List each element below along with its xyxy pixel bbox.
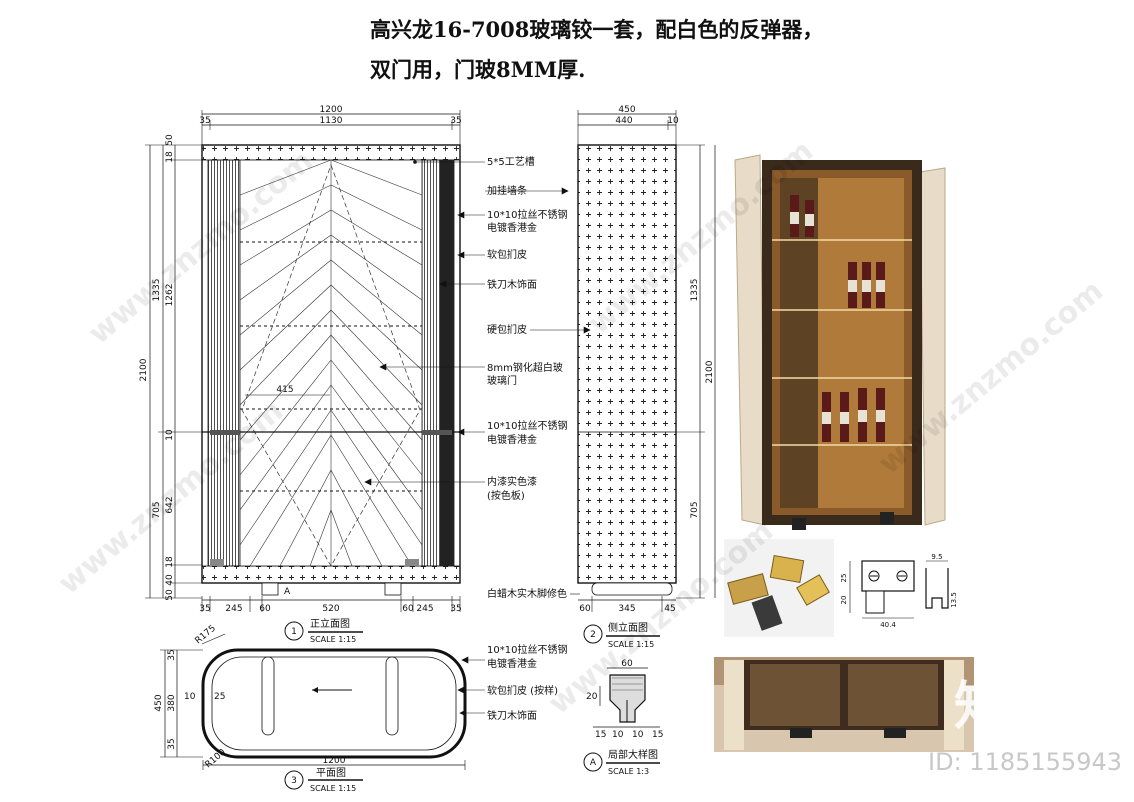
view-3-name: 平面图 [316, 767, 346, 779]
side-dim-upper: 1335 [690, 279, 700, 302]
plan-dim-35b: 35 [167, 738, 177, 749]
note-gold-1: 电镀香港金 [487, 221, 537, 234]
plan-r175: R175 [194, 624, 218, 647]
front-elevation: 1200 1130 35 35 2100 1335 705 1262 642 5… [139, 105, 462, 644]
dim-left-1262: 1262 [165, 284, 175, 307]
plan-view: R175 R100 450 380 35 35 10 25 1200 10*10… [154, 624, 567, 793]
note-groove: 5*5工艺槽 [487, 155, 535, 168]
dim-left-50a: 50 [165, 134, 175, 146]
view-1-number: 1 [291, 627, 297, 637]
front-annotations: 5*5工艺槽 加挂墙条 10*10拉丝不锈钢 电镀香港金 软包扪皮 铁刀木饰面 … [364, 155, 591, 600]
side-dim-bot-45: 45 [664, 604, 675, 614]
dim-bot-60b: 60 [402, 604, 414, 614]
dim-left-50b: 50 [165, 589, 175, 601]
id-text: ID: 1185155943 [928, 748, 1122, 776]
dim-bot-245a: 245 [225, 604, 242, 614]
view-a-name: 局部大样图 [608, 748, 658, 761]
plan-dim-35a: 35 [167, 649, 177, 660]
view-1-scale: SCALE 1:15 [310, 635, 356, 644]
view-2-number: 2 [590, 630, 596, 640]
side-dim-total: 2100 [705, 360, 715, 383]
plan-note-leather: 软包扪皮 (按样) [487, 684, 558, 697]
dim-bot-35a: 35 [199, 604, 210, 614]
side-dim-bot-60: 60 [579, 604, 591, 614]
plan-dim-1200: 1200 [323, 756, 346, 766]
detail-dim-top: 60 [621, 659, 633, 669]
brand-logo: 知末 [953, 677, 1062, 737]
note-gold-2: 电镀香港金 [487, 433, 537, 446]
view-a-number: A [590, 758, 597, 768]
plan-dim-25: 25 [214, 692, 225, 702]
hinge-dim-a: 9.5 [931, 553, 942, 561]
side-dim-top-total: 450 [618, 105, 635, 115]
plan-note-wood: 铁刀木饰面 [487, 709, 537, 722]
side-dim-lower: 705 [690, 501, 700, 518]
herringbone-pattern [239, 159, 423, 567]
hinge-dim-d: 40.4 [880, 621, 896, 629]
note-steel-2: 10*10拉丝不锈钢 [487, 419, 567, 432]
title-line-1: 高兴龙16-7008玻璃铰一套，配白色的反弹器， [370, 17, 824, 42]
view-1-name: 正立面图 [310, 617, 350, 630]
hinge-drawing: 25 20 40.4 9.5 13.5 [840, 553, 958, 629]
detail-a: 60 20 15 10 10 15 A 局部大样图 SCALE 1:3 [583, 659, 663, 776]
dim-bot-245b: 245 [416, 604, 433, 614]
dim-top-inner: 1130 [320, 116, 343, 126]
dim-mid-415: 415 [276, 385, 293, 395]
dim-left-lower: 705 [152, 501, 162, 518]
hinge-photo [724, 539, 834, 637]
note-soft-leather: 软包扪皮 [487, 248, 527, 261]
note-glass-1: 8mm钢化超白玻 [487, 361, 563, 374]
view-3-scale: SCALE 1:15 [310, 784, 356, 793]
dim-left-total: 2100 [139, 358, 149, 381]
detail-dim-b1: 15 [595, 730, 606, 740]
note-leg: 白蜡木实木脚修色 [487, 587, 567, 600]
plan-dim-380: 380 [167, 694, 177, 711]
dim-bot-60a: 60 [259, 604, 271, 614]
dim-bot-35b: 35 [450, 604, 461, 614]
note-glass-2: 玻璃门 [487, 374, 517, 387]
dim-left-10: 10 [165, 429, 175, 441]
side-elevation: 450 440 10 1335 705 2100 60 345 45 2 侧立面… [577, 105, 716, 649]
plan-dim-450: 450 [154, 694, 164, 711]
hinge-dim-e: 13.5 [950, 592, 958, 608]
note-hard-leather: 硬包扪皮 [487, 323, 527, 336]
detail-dim-left: 20 [586, 692, 598, 702]
title-line-2: 双门用，门玻8MM厚. [370, 57, 586, 82]
cabinet-photo [728, 150, 954, 532]
note-wood-veneer: 铁刀木饰面 [487, 278, 537, 291]
dim-bot-520: 520 [322, 604, 339, 614]
note-wall-strip: 加挂墙条 [487, 184, 527, 197]
view-3-number: 3 [291, 776, 297, 786]
hinge-dim-b: 25 [840, 574, 848, 583]
dim-left-18a: 18 [165, 151, 175, 163]
hinge-dim-c: 20 [840, 596, 848, 605]
note-paint: 内漆实色漆 [487, 475, 537, 488]
dim-left-18b: 18 [165, 556, 175, 568]
side-dim-bot-345: 345 [618, 604, 635, 614]
dim-top-total: 1200 [320, 105, 343, 115]
side-dim-top-inner: 440 [615, 116, 632, 126]
note-paint-color: (按色板) [487, 489, 525, 502]
note-steel-1: 10*10拉丝不锈钢 [487, 208, 567, 221]
view-2-name: 侧立面图 [608, 621, 648, 634]
detail-dim-b3: 10 [632, 730, 644, 740]
dim-top-left: 35 [199, 116, 210, 126]
marker-a: A [284, 587, 291, 597]
plan-note-gold: 电镀香港金 [487, 657, 537, 670]
dim-left-642: 642 [165, 496, 175, 513]
lower-photo [714, 657, 974, 752]
detail-dim-b4: 15 [652, 730, 663, 740]
dim-top-right: 35 [450, 116, 461, 126]
view-2-scale: SCALE 1:15 [608, 640, 654, 649]
dim-left-40: 40 [165, 574, 175, 586]
dim-left-upper: 1335 [152, 279, 162, 302]
plan-dim-10: 10 [184, 692, 196, 702]
side-dim-top-right: 10 [667, 116, 679, 126]
detail-dim-b2: 10 [612, 730, 624, 740]
plan-note-steel: 10*10拉丝不锈钢 [487, 643, 567, 656]
view-a-scale: SCALE 1:3 [608, 767, 649, 776]
